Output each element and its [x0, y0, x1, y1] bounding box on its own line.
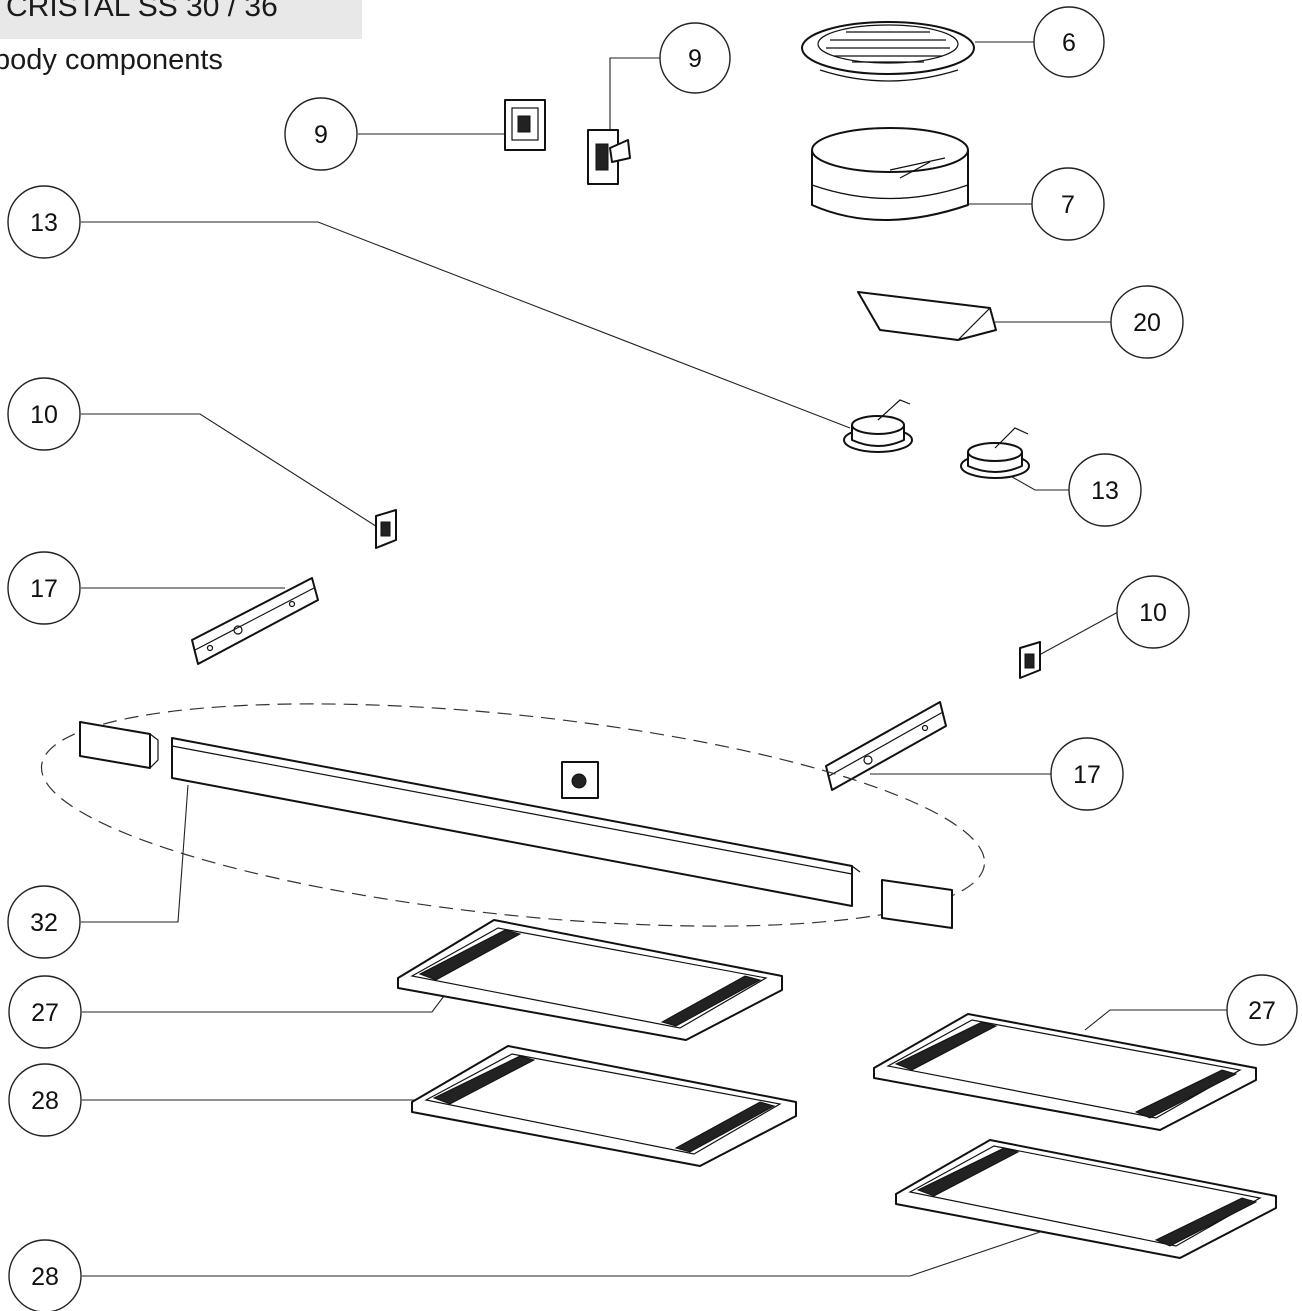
callout-32-label: 32 — [30, 909, 58, 937]
part-17-rail-right — [825, 701, 947, 791]
callout-20: 20 — [1110, 285, 1184, 359]
callout-17b: 17 — [1050, 737, 1124, 811]
callout-10b-label: 10 — [1139, 599, 1167, 627]
model-title: CRISTAL SS 30 / 36 — [6, 0, 278, 23]
callout-13b: 13 — [1068, 453, 1142, 527]
callout-20-label: 20 — [1133, 309, 1161, 337]
callout-9a: 9 — [659, 22, 731, 94]
callout-27b: 27 — [1226, 974, 1298, 1046]
callout-7-label: 7 — [1061, 191, 1075, 219]
part-17-rail-left — [191, 577, 319, 665]
callout-28b: 28 — [8, 1239, 82, 1311]
part-10-clip-right — [1019, 641, 1041, 679]
callout-9a-label: 9 — [688, 45, 702, 73]
part-27-filter-left — [397, 919, 783, 1041]
callout-17a-label: 17 — [30, 575, 58, 603]
callout-10a: 10 — [7, 377, 81, 451]
callout-27a: 27 — [8, 975, 82, 1049]
part-6-round-grille — [801, 21, 975, 82]
callout-27a-label: 27 — [31, 999, 59, 1027]
callout-17a: 17 — [7, 551, 81, 625]
part-13-lamp-left — [843, 399, 913, 453]
part-20-control-box — [857, 291, 997, 341]
callout-6-label: 6 — [1062, 29, 1076, 57]
callout-13a: 13 — [7, 185, 81, 259]
callout-9b-label: 9 — [314, 121, 328, 149]
part-28-filter-left — [411, 1045, 797, 1167]
callout-27b-label: 27 — [1248, 997, 1276, 1025]
part-9-switch-right — [587, 129, 631, 185]
callout-7: 7 — [1031, 167, 1105, 241]
callout-13b-label: 13 — [1091, 477, 1119, 505]
part-9-switch-left — [504, 99, 546, 151]
callout-13a-label: 13 — [30, 209, 58, 237]
callout-28a: 28 — [8, 1063, 82, 1137]
leader-lines — [81, 41, 1228, 1277]
callout-32: 32 — [7, 885, 81, 959]
part-32-front-bar-group — [40, 703, 986, 929]
part-28-filter-right — [895, 1139, 1277, 1259]
header-band — [0, 0, 362, 39]
callout-28a-label: 28 — [31, 1087, 59, 1115]
callout-17b-label: 17 — [1073, 761, 1101, 789]
section-title: body components — [0, 44, 223, 76]
callout-10b: 10 — [1116, 575, 1190, 649]
part-13-lamp-right — [960, 427, 1030, 479]
callout-28b-label: 28 — [31, 1263, 59, 1291]
part-10-clip-left — [375, 509, 397, 549]
callout-10a-label: 10 — [30, 401, 58, 429]
part-27-filter-right — [873, 1013, 1257, 1131]
callout-6: 6 — [1033, 6, 1105, 78]
callout-9b: 9 — [284, 97, 358, 171]
part-7-round-collar — [811, 127, 969, 221]
